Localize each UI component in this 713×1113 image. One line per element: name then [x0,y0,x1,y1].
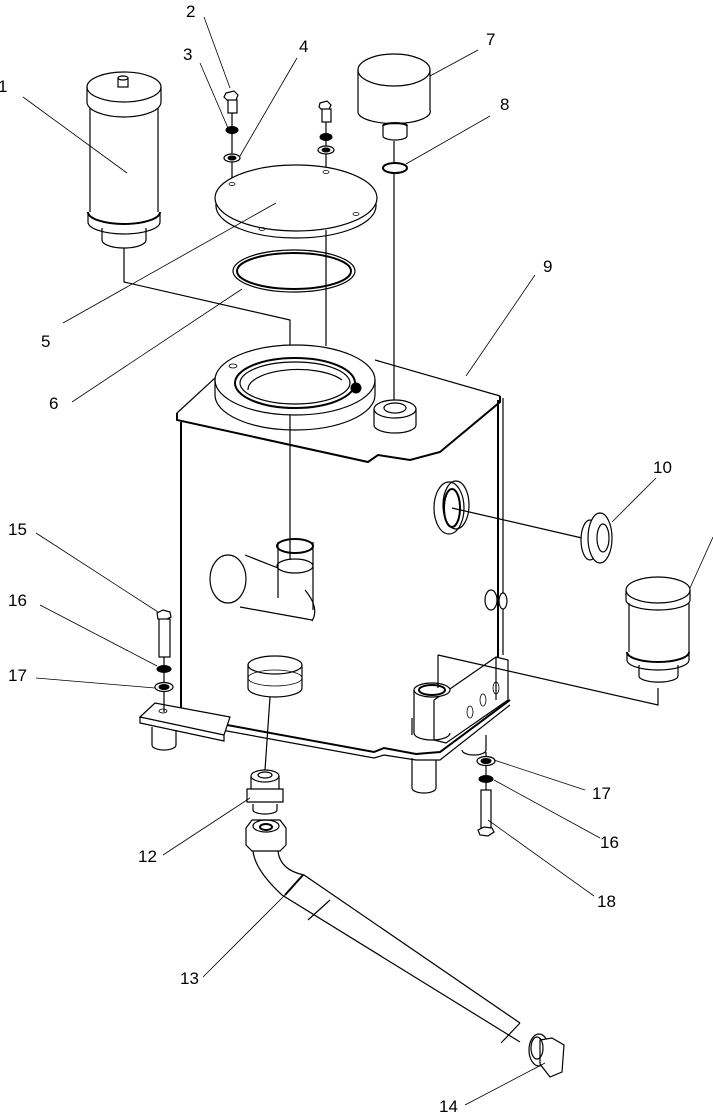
callout-18: 18 [597,892,616,911]
callout-8: 8 [500,95,509,114]
leader-lines [22,16,713,1106]
part-14-nut [528,1033,565,1078]
callout-16b: 16 [600,833,619,852]
callout-6: 6 [49,394,58,413]
callout-3: 3 [183,45,192,64]
part-8-o-ring [382,162,408,174]
callout-12: 12 [138,847,157,866]
part-7-breather-cap [357,53,431,141]
part-6-gasket [232,249,356,293]
part-18-bolt [476,752,496,837]
callout-4: 4 [299,37,308,56]
part-5-cover-plate [214,164,378,239]
callout-7: 7 [486,30,495,49]
callout-5: 5 [41,332,50,351]
callout-labels: 1 2 3 4 5 6 7 8 9 10 15 16 17 17 16 18 1… [0,2,672,1113]
tank-suction-strainer [247,655,303,698]
callout-16: 16 [8,591,27,610]
part-2-bolt-left [223,90,241,183]
connector-line-12 [264,696,271,771]
part-13-hose [245,819,521,1044]
tank-bracket-right [411,656,509,794]
tank-mount-foot-left [138,702,231,751]
connector-line-11 [437,654,659,706]
callout-17: 17 [8,666,27,685]
part-11-filter-cylinder [625,576,691,683]
part-12-adapter [246,769,284,815]
callout-17b: 17 [592,784,611,803]
part-9-tank-body [176,344,511,761]
callout-1: 1 [0,77,7,96]
callout-10: 10 [653,458,672,477]
callout-9: 9 [543,257,552,276]
callout-2: 2 [186,2,195,21]
callout-15: 15 [8,520,27,539]
part-10-plug [580,512,613,564]
callout-13: 13 [180,969,199,988]
tank-side-boss [484,589,508,611]
part-1-filter-cylinder [86,71,162,249]
connector-line-10 [451,507,583,539]
part-2-bolt-right [317,100,335,172]
connector-line-1 [123,248,291,560]
part-15-bolt [154,609,174,712]
callout-14: 14 [439,1097,458,1113]
tank-elbow-fitting [209,538,316,622]
tank-side-port [433,480,470,535]
